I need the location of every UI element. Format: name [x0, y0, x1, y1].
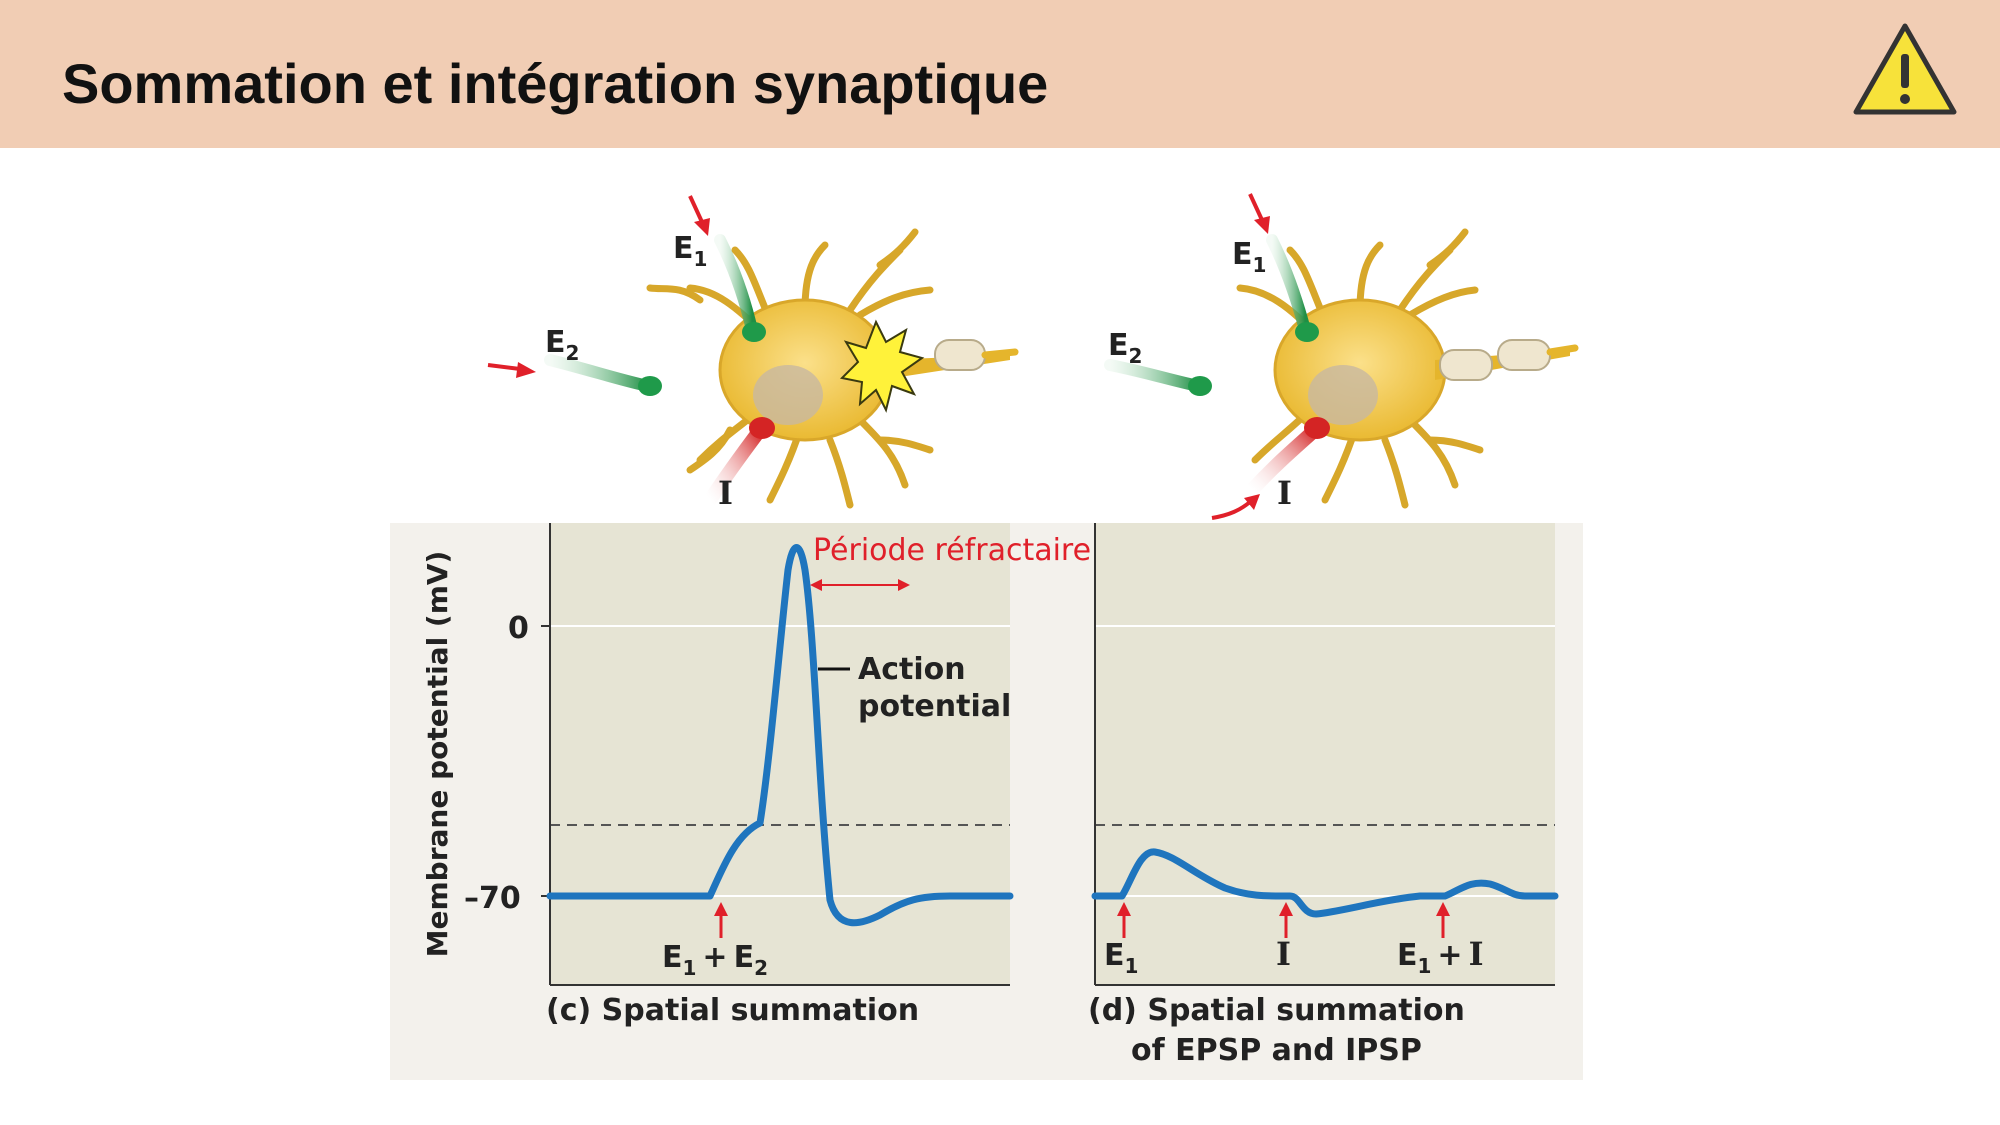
neuron-left-e2-terminal — [638, 376, 662, 396]
panel-c-plot-area — [550, 523, 1010, 985]
neuron-left-e2-label: E2 — [545, 325, 579, 365]
neuron-right-i-arrow-icon — [1211, 494, 1260, 520]
neuron-right-e1-axon — [1266, 234, 1311, 336]
neuron-left-e1-arrow-icon — [688, 195, 710, 236]
panel-d-e1-plus-i-label: E1+I — [1397, 935, 1484, 978]
slide-title: Sommation et intégration synaptique — [62, 52, 1049, 115]
panel-c-membrane-trace — [546, 544, 1014, 927]
panel-c-y-axis-label: Membrane potential (mV) — [421, 551, 454, 958]
neuron-left-nucleus — [753, 365, 823, 425]
panel-d-i-label: I — [1276, 935, 1291, 973]
neuron-right-e2-axon — [1104, 359, 1204, 392]
panel-c-caption: (c) Spatial summation — [546, 993, 919, 1028]
panel-d-e1-plus-i-arrow-icon — [1436, 902, 1450, 938]
neuron-right-i-terminal — [1304, 417, 1330, 439]
panel-d-membrane-trace — [1091, 848, 1559, 918]
warning-triangle-icon — [1853, 23, 1957, 115]
panel-c-tick-0: 0 — [508, 611, 529, 646]
neuron-right-i-label: I — [1277, 474, 1292, 512]
panel-d-i-arrow-icon — [1279, 902, 1293, 938]
slide-header — [0, 0, 2000, 148]
neuron-left-myelin-1 — [934, 339, 986, 371]
neuron-left-e1-label: E1 — [673, 231, 707, 271]
panel-d-plot-area — [1095, 523, 1555, 985]
panel-c-stimulus-label: E1+E2 — [662, 940, 768, 980]
neuron-right-myelin-2 — [1497, 339, 1551, 371]
neuron-right-e1-terminal — [1295, 322, 1319, 342]
panel-c-tick-minus70: –70 — [464, 881, 521, 916]
neuron-right-e1-arrow-icon — [1248, 193, 1270, 234]
neuron-left-e2-arrow-icon — [487, 362, 536, 378]
neuron-left-e1-axon — [714, 234, 758, 336]
panel-d-caption-line2: of EPSP and IPSP — [1131, 1033, 1422, 1068]
neuron-right-e2-terminal — [1188, 376, 1212, 396]
panel-c-refractory-arrow-icon — [810, 579, 910, 591]
neuron-left: E1 E2 I — [487, 195, 1019, 512]
neuron-right: E1 E2 I — [1104, 193, 1579, 520]
panel-c-ap-label-line2: potential — [858, 689, 1011, 724]
panel-c-ap-label-line1: Action — [858, 652, 966, 687]
neuron-right-e2-label: E2 — [1108, 328, 1142, 368]
panel-c: Période réfractaire Action potential 0 –… — [421, 523, 1091, 1028]
neuron-left-i-label: I — [718, 474, 733, 512]
neuron-right-e1-label: E1 — [1232, 237, 1266, 277]
action-potential-burst-icon — [839, 319, 925, 413]
neuron-left-i-terminal — [749, 417, 775, 439]
panel-d-e1-arrow-icon — [1117, 902, 1131, 938]
neuron-right-nucleus — [1308, 365, 1378, 425]
panel-c-refractory-label: Période réfractaire — [813, 533, 1091, 568]
neuron-left-e1-terminal — [742, 322, 766, 342]
panel-d-caption-line1: (d) Spatial summation — [1088, 993, 1465, 1028]
panel-d-e1-label: E1 — [1104, 938, 1138, 978]
neuron-right-myelin-1 — [1439, 349, 1493, 381]
panel-c-stimulus-arrow-icon — [714, 902, 728, 938]
panel-d: E1 I E1+I (d) Spatial summation of EPSP … — [1088, 523, 1559, 1068]
